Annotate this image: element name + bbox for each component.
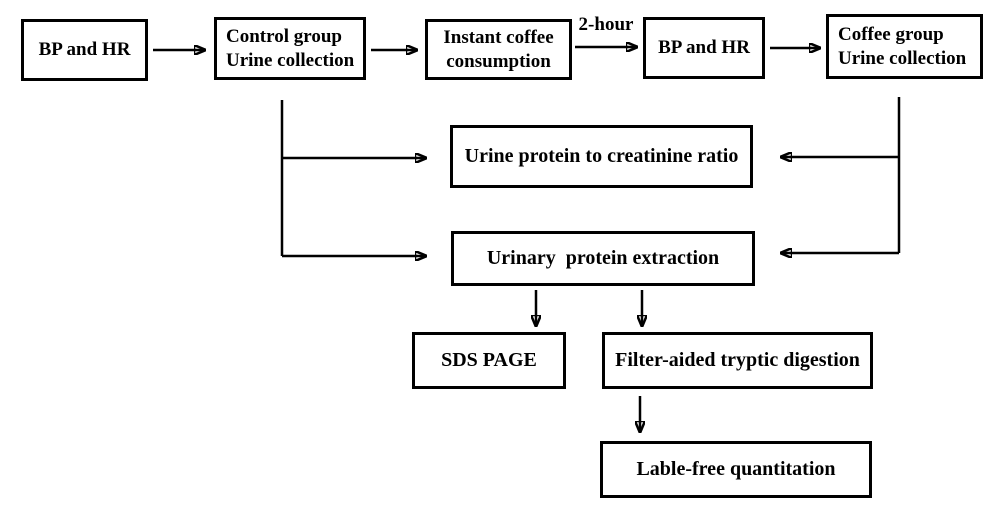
node-label-free-quantitation: Lable-free quantitation (600, 441, 872, 498)
node-label: Urine collection (838, 47, 967, 69)
node-urinary-protein-extraction: Urinary protein extraction (451, 231, 755, 286)
node-urine-protein-ratio: Urine protein to creatinine ratio (450, 125, 753, 188)
node-instant-coffee: Instant coffee consumption (425, 19, 572, 80)
node-label: Control group (226, 25, 342, 47)
node-sds-page: SDS PAGE (412, 332, 566, 389)
node-bp-hr-initial: BP and HR (21, 19, 148, 81)
node-coffee-group: Coffee group Urine collection (826, 14, 983, 79)
node-control-group: Control group Urine collection (214, 17, 366, 80)
node-label: Lable-free quantitation (636, 458, 836, 480)
node-label: consumption (446, 50, 551, 72)
node-label: Coffee group (838, 23, 944, 45)
node-label: Filter-aided tryptic digestion (615, 349, 860, 371)
node-filter-digestion: Filter-aided tryptic digestion (602, 332, 873, 389)
node-label: BP and HR (38, 39, 131, 61)
node-label: Urine protein to creatinine ratio (464, 145, 739, 167)
node-bp-hr-second: BP and HR (643, 17, 765, 79)
node-label: Urinary protein extraction (486, 247, 720, 269)
node-label: SDS PAGE (441, 349, 537, 371)
node-label: BP and HR (658, 37, 750, 59)
node-label: Instant coffee (443, 26, 554, 48)
edge-label-2hour: 2-hour (578, 14, 634, 35)
node-label: Urine collection (226, 49, 355, 71)
